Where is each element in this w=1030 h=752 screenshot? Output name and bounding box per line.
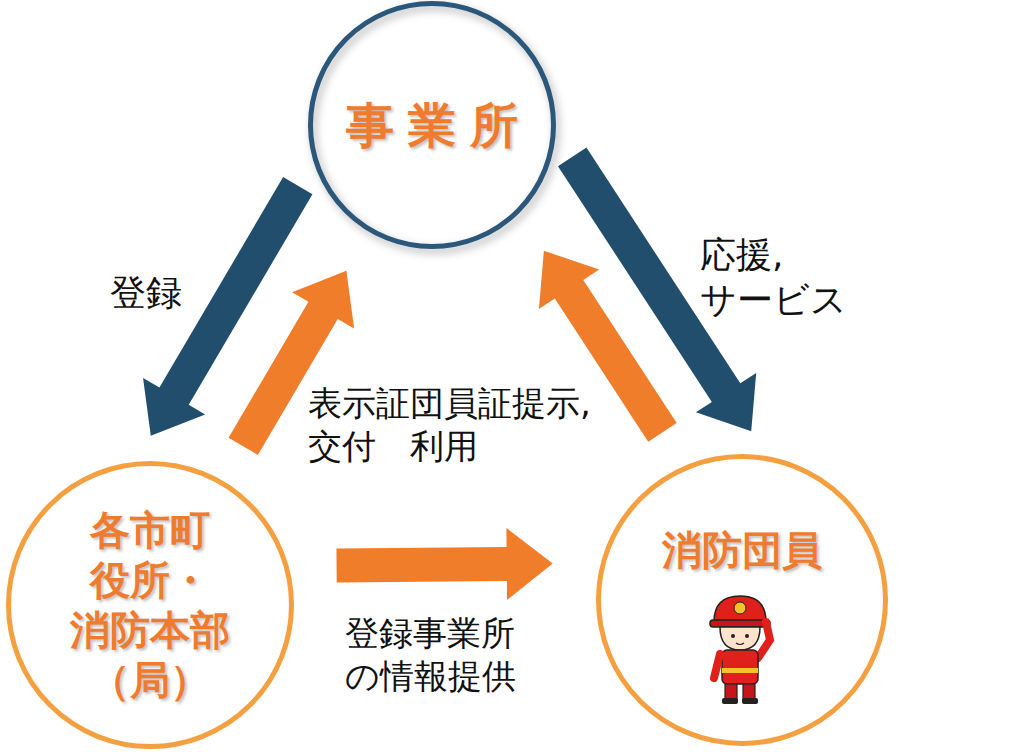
circle-border: [311, 4, 554, 247]
circle-border: [9, 464, 292, 747]
edge-label: 応援, サービス: [700, 232, 847, 322]
node-content: 消防団員: [596, 454, 888, 746]
edge-label: 登録事業所 の情報提供: [345, 612, 516, 697]
node-title: 事業所: [346, 95, 533, 155]
node-content: 事業所: [308, 1, 556, 249]
circle-outline: [6, 461, 294, 749]
node-content: 各市町 役所・ 消防本部 （局）: [6, 461, 294, 749]
circle-node: 各市町 役所・ 消防本部 （局）: [6, 461, 294, 749]
firefighter-icon: [710, 596, 770, 704]
circle-node: 消防団員: [596, 454, 888, 746]
node-title: 各市町 役所・ 消防本部 （局）: [70, 505, 230, 705]
edge-label: 団員証提示, 利用: [410, 382, 591, 467]
circle-outline: [596, 454, 888, 746]
edge-label: 表示証 交付: [308, 382, 410, 467]
edge-label: 登録: [110, 270, 182, 315]
block-arrow: [336, 528, 552, 600]
circle-node: 事業所: [308, 1, 556, 249]
node-title: 消防団員: [662, 525, 822, 575]
circle-border: [599, 457, 886, 744]
